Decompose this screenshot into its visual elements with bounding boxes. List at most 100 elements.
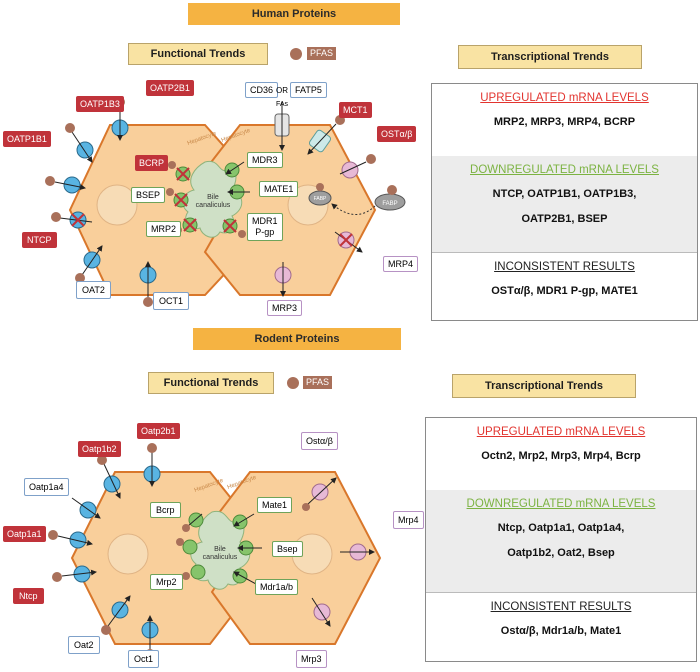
human-downregulated-list: NTCP, OATP1B1, OATP1B3, OATP2B1, BSEP — [493, 182, 637, 232]
rodent-upregulated-heading: UPREGULATED mRNA LEVELS — [476, 426, 646, 438]
human-downregulated-line-1: NTCP, OATP1B1, OATP1B3, — [492, 188, 637, 200]
label-fas: FAs — [276, 101, 289, 108]
rodent-transporter-mrp4 — [340, 543, 375, 561]
rodent-label-mrp4: Mrp4 — [393, 511, 424, 529]
rodent-label-mate1: Mate1 — [257, 497, 293, 513]
label-mdr1-line2: P-gp — [255, 227, 275, 237]
rodent-transcriptional-panel: UPREGULATED mRNA LEVELS Octn2, Mrp2, Mrp… — [425, 417, 697, 662]
label-oatp1b3: OATP1B3 — [76, 96, 124, 112]
rodent-label-mdr1ab: Mdr1a/b — [255, 579, 299, 595]
rodent-bile-label-2: canaliculus — [203, 554, 238, 561]
label-ntcp: NTCP — [22, 232, 57, 248]
rodent-transporter-oatp2b1 — [143, 443, 161, 487]
human-transcriptional-panel: UPREGULATED mRNA LEVELS MRP2, MRP3, MRP4… — [431, 83, 698, 321]
rodent-pfas-legend-label: PFAS — [303, 376, 333, 389]
rodent-inconsistent-heading: INCONSISTENT RESULTS — [490, 601, 632, 613]
rodent-label-oatp1a4: Oatp1a4 — [24, 478, 69, 496]
label-bcrp: BCRP — [135, 155, 169, 171]
rodent-transporter-oatp1b2 — [97, 455, 121, 499]
rodent-transporter-mrp3 — [311, 597, 331, 627]
label-mrp3: MRP3 — [267, 300, 303, 316]
rodent-label-oat2: Oat2 — [68, 636, 100, 654]
rodent-label-oatp1b2: Oatp1b2 — [78, 441, 121, 457]
rodent-upregulated-list: Octn2, Mrp2, Mrp3, Mrp4, Bcrp — [481, 450, 641, 462]
rodent-inconsistent-section: INCONSISTENT RESULTS Ostα/β, Mdr1a/b, Ma… — [426, 592, 696, 662]
human-functional-title: Functional Trends — [128, 43, 268, 65]
rodent-diagram: Bile canaliculus Hepatocyte Hepatocyte — [48, 443, 382, 659]
rodent-transporter-mrp2 — [182, 564, 206, 580]
rodent-transporter-ost — [302, 477, 337, 511]
human-downregulated-section: DOWNREGULATED mRNA LEVELS NTCP, OATP1B1,… — [432, 156, 697, 252]
rodent-upregulated-section: UPREGULATED mRNA LEVELS Octn2, Mrp2, Mrp… — [426, 418, 696, 490]
label-oct1: OCT1 — [153, 292, 190, 310]
fabp-outside: FABP — [331, 185, 406, 215]
rodent-downregulated-heading: DOWNREGULATED mRNA LEVELS — [466, 498, 656, 510]
label-oatp2b1: OATP2B1 — [146, 80, 194, 96]
rodent-transporter-canalicular-2 — [176, 538, 198, 555]
rodent-transporter-bcrp — [182, 512, 204, 532]
label-mdr1-pgp: MDR1 P-gp — [247, 213, 283, 241]
label-mdr3: MDR3 — [247, 152, 283, 168]
rodent-downregulated-line-2: Oatp1b2, Oat2, Bsep — [507, 547, 615, 559]
human-banner: Human Proteins — [188, 3, 400, 25]
human-upregulated-heading: UPREGULATED mRNA LEVELS — [480, 92, 649, 104]
transporter-oatp1b1 — [45, 176, 86, 194]
bile-label-2: canaliculus — [196, 202, 231, 209]
transporter-mdr1-inhibited — [222, 218, 246, 238]
rodent-pfas-legend-dot — [287, 377, 299, 389]
rodent-label-ntcp: Ntcp — [13, 588, 44, 604]
rodent-functional-title: Functional Trends — [148, 372, 274, 394]
rodent-transporter-bsep — [237, 540, 262, 556]
transporter-ost — [339, 154, 376, 179]
rodent-transporter-mate1 — [232, 513, 255, 530]
pfas-legend-label: PFAS — [307, 47, 337, 60]
label-bsep: BSEP — [131, 187, 166, 203]
fabp-inside-label: FABP — [314, 196, 327, 202]
transporter-mdr3 — [224, 161, 245, 178]
rodent-label-bcrp: Bcrp — [150, 502, 181, 518]
rodent-label-mrp2: Mrp2 — [150, 574, 183, 590]
rodent-label-oct1: Oct1 — [128, 650, 160, 668]
rodent-label-oatp1a1: Oatp1a1 — [3, 526, 46, 542]
rodent-downregulated-section: DOWNREGULATED mRNA LEVELS Ntcp, Oatp1a1,… — [426, 490, 696, 592]
rodent-nucleus-left — [107, 533, 149, 575]
bile-label-1: Bile — [207, 194, 219, 201]
label-or: OR — [276, 86, 288, 95]
transporter-oct1 — [139, 261, 157, 307]
transporter-bsep-inhibited — [166, 188, 189, 208]
rodent-banner: Rodent Proteins — [193, 328, 401, 350]
human-transcriptional-title: Transcriptional Trends — [458, 45, 642, 69]
nucleus-left — [96, 184, 138, 226]
rodent-transcriptional-title: Transcriptional Trends — [452, 374, 636, 398]
human-inconsistent-list: OSTα/β, MDR1 P-gp, MATE1 — [491, 285, 638, 297]
label-mdr1-line1: MDR1 — [252, 216, 278, 226]
rodent-transporter-oatp1a4 — [71, 497, 101, 519]
rodent-transporter-mdr1ab — [232, 568, 257, 585]
label-mct1: MCT1 — [339, 102, 372, 118]
label-fatp5: FATP5 — [290, 82, 327, 98]
transporter-mrp4-inhibited — [334, 231, 363, 253]
rodent-label-bsep: Bsep — [272, 541, 303, 557]
human-downregulated-heading: DOWNREGULATED mRNA LEVELS — [470, 164, 659, 176]
transporter-mrp3 — [274, 262, 292, 297]
human-downregulated-line-2: OATP2B1, BSEP — [521, 213, 608, 225]
fa-transporter-channel — [274, 102, 290, 151]
rodent-downregulated-list: Ntcp, Oatp1a1, Oatp1a4, Oatp1b2, Oat2, B… — [498, 516, 625, 566]
rodent-bile-label-1: Bile — [214, 546, 226, 553]
rodent-inconsistent-list: Ostα/β, Mdr1a/b, Mate1 — [500, 625, 622, 637]
human-inconsistent-section: INCONSISTENT RESULTS OSTα/β, MDR1 P-gp, … — [432, 252, 697, 321]
pfas-legend-dot — [290, 48, 302, 60]
label-cd36: CD36 — [245, 82, 279, 98]
rodent-transporter-oat2 — [101, 595, 131, 635]
rodent-label-ost: Ostα/β — [301, 432, 338, 450]
fabp-inside: FABP — [308, 183, 332, 206]
rodent-transporter-ntcp — [52, 565, 97, 583]
human-upregulated-section: UPREGULATED mRNA LEVELS MRP2, MRP3, MRP4… — [432, 84, 697, 156]
rodent-label-mrp3: Mrp3 — [296, 650, 327, 668]
label-mrp4: MRP4 — [383, 256, 419, 272]
rodent-label-oatp2b1: Oatp2b1 — [137, 423, 180, 439]
transporter-mate1 — [227, 184, 250, 200]
label-ost: OSTα/β — [377, 126, 417, 142]
label-mrp2: MRP2 — [146, 221, 182, 237]
fabp-outside-label: FABP — [382, 201, 397, 207]
